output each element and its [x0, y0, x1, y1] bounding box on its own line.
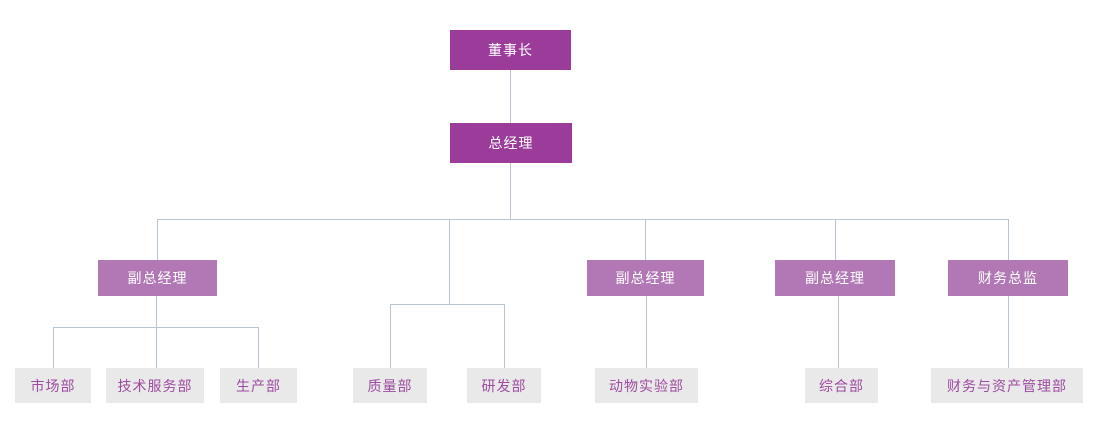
org-node-deputy-gm-3: 副总经理	[775, 260, 895, 296]
connector-mid-rail	[390, 304, 504, 305]
connector-drop-finance-dir	[1008, 219, 1009, 260]
connector-deputy1-stem	[156, 296, 157, 368]
connector-drop-mid-branch	[449, 219, 450, 304]
org-node-production: 生产部	[220, 368, 297, 403]
connector-drop-production	[258, 327, 259, 368]
org-node-finance-director: 财务总监	[948, 260, 1068, 296]
connector-drop-deputy-gm-2	[645, 219, 646, 260]
org-node-tech-service: 技术服务部	[106, 368, 204, 403]
org-node-chairman: 董事长	[450, 30, 571, 70]
connector-drop-marketing	[53, 327, 54, 368]
org-node-quality: 质量部	[353, 368, 427, 403]
connector-drop-finance-assets	[1008, 296, 1009, 368]
org-node-general-affairs: 综合部	[805, 368, 878, 403]
org-node-deputy-gm-2: 副总经理	[587, 260, 704, 296]
org-node-rnd: 研发部	[467, 368, 541, 403]
connector-drop-quality	[390, 304, 391, 368]
connector-drop-animal-lab	[646, 296, 647, 368]
org-node-finance-assets: 财务与资产管理部	[931, 368, 1083, 403]
org-node-general-manager: 总经理	[450, 123, 572, 163]
connector-drop-deputy-gm-3	[835, 219, 836, 260]
org-node-deputy-gm-1: 副总经理	[98, 260, 217, 296]
org-node-marketing: 市场部	[15, 368, 91, 403]
connector-deputy1-rail	[53, 327, 258, 328]
connector-drop-rnd	[504, 304, 505, 368]
connector-main-rail	[157, 219, 1009, 220]
connector-drop-general-affairs	[838, 296, 839, 368]
connector-chairman-gm	[510, 70, 511, 123]
connector-gm-stem	[510, 163, 511, 219]
org-node-animal-lab: 动物实验部	[595, 368, 698, 403]
connector-drop-deputy-gm-1	[157, 219, 158, 260]
